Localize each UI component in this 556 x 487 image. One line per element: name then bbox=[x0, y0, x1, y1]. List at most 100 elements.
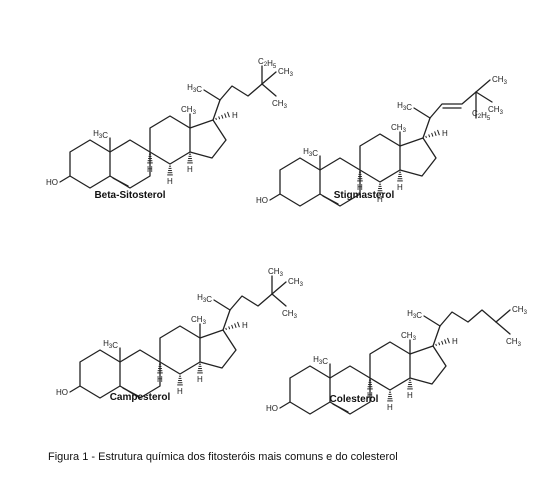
terminal-methyl-label: CH3 bbox=[492, 75, 508, 86]
ring-d bbox=[199, 329, 237, 369]
hash-h9 bbox=[177, 375, 183, 386]
side-chain bbox=[439, 309, 497, 327]
hydrogen-label: H bbox=[232, 111, 238, 120]
hydrogen-label: H bbox=[157, 375, 163, 384]
hash-h9 bbox=[167, 165, 173, 176]
bond-c17-c20 bbox=[212, 99, 221, 121]
hash-h14 bbox=[397, 171, 403, 182]
bond-iso-1 bbox=[475, 79, 491, 93]
bond-c20-c21 bbox=[413, 107, 431, 119]
bond-iso-2 bbox=[261, 83, 277, 97]
bond-c20-c21 bbox=[423, 315, 441, 327]
hydrogen-label: H bbox=[177, 387, 183, 396]
side-chain bbox=[429, 91, 477, 119]
bond-c3-oh bbox=[269, 193, 281, 201]
ring-d bbox=[409, 345, 447, 385]
bond-iso-1 bbox=[261, 71, 277, 85]
bond-iso-2 bbox=[475, 91, 493, 103]
terminal-methyl-label: CH3 bbox=[288, 277, 304, 288]
hydroxyl-label: HO bbox=[266, 404, 278, 413]
hydrogen-label: H bbox=[197, 375, 203, 384]
terminal-methyl-label: CH3 bbox=[272, 99, 288, 110]
hash-h8 bbox=[157, 363, 163, 374]
c21-methyl-label: H3C bbox=[407, 309, 422, 320]
hash-h8 bbox=[147, 153, 153, 164]
ring-methyl-label: H3C bbox=[313, 355, 328, 366]
double-bond-c5-c6 bbox=[322, 195, 339, 205]
hydrogen-label: H bbox=[387, 403, 393, 412]
c21-methyl-label: H3C bbox=[187, 83, 202, 94]
figure-caption: Figura 1 - Estrutura química dos fitoste… bbox=[48, 451, 398, 463]
hydrogen-label: H bbox=[367, 391, 373, 400]
terminal-methyl-label: CH3 bbox=[512, 305, 528, 316]
ring-c bbox=[359, 133, 401, 183]
c24-branch-label: C2H5 bbox=[472, 109, 491, 122]
side-chain bbox=[229, 293, 273, 311]
bond-iso-2 bbox=[495, 321, 511, 335]
hash-h9 bbox=[387, 391, 393, 402]
hydrogen-label: H bbox=[377, 195, 383, 204]
hash-h17 bbox=[425, 129, 440, 139]
terminal-methyl-label: CH3 bbox=[282, 309, 298, 320]
molecule-name: Stigmasterol bbox=[334, 190, 395, 201]
c24-branch-label: C2H5 bbox=[258, 57, 277, 70]
hydrogen-label: H bbox=[442, 129, 448, 138]
molecule-name: Beta-Sitosterol bbox=[94, 190, 165, 201]
hydroxyl-label: HO bbox=[256, 196, 268, 205]
ring-a bbox=[279, 157, 321, 207]
bond-c17-c20 bbox=[422, 117, 431, 139]
bond-iso-2 bbox=[271, 293, 287, 307]
hash-h8 bbox=[367, 379, 373, 390]
terminal-methyl-label: CH3 bbox=[488, 105, 504, 116]
ring-b bbox=[329, 365, 371, 415]
ring-d bbox=[399, 137, 437, 177]
double-bond-c5-c6 bbox=[122, 387, 139, 397]
ring-b bbox=[119, 349, 161, 399]
double-bond-c5-c6 bbox=[332, 403, 349, 413]
ring-c bbox=[149, 115, 191, 165]
bond-c3-oh bbox=[279, 401, 291, 409]
c24-branch-label: CH3 bbox=[268, 267, 284, 278]
hash-h17 bbox=[225, 321, 240, 331]
ring-c bbox=[159, 325, 201, 375]
hydroxyl-label: HO bbox=[46, 178, 58, 187]
c21-methyl-label: H3C bbox=[197, 293, 212, 304]
chain-methyl-label: CH3 bbox=[391, 123, 407, 134]
double-bond-c5-c6 bbox=[112, 177, 129, 187]
hydrogen-label: H bbox=[167, 177, 173, 186]
hash-h14 bbox=[187, 153, 193, 164]
ring-b bbox=[109, 139, 151, 189]
ring-a bbox=[69, 139, 111, 189]
chain-methyl-label: CH3 bbox=[401, 331, 417, 342]
bond-c17-c20 bbox=[432, 325, 441, 347]
bond-c3-oh bbox=[59, 175, 71, 183]
ring-methyl-label: H3C bbox=[103, 339, 118, 350]
hash-h14 bbox=[197, 363, 203, 374]
c21-methyl-label: H3C bbox=[397, 101, 412, 112]
hydroxyl-label: HO bbox=[56, 388, 68, 397]
terminal-methyl-label: CH3 bbox=[506, 337, 522, 348]
bond-iso-1 bbox=[271, 281, 287, 295]
bond-c20-c21 bbox=[203, 89, 221, 101]
hash-h17 bbox=[435, 337, 450, 347]
molecule-name: Colesterol bbox=[330, 394, 379, 405]
bond-iso-1 bbox=[495, 309, 511, 323]
bond-c3-oh bbox=[69, 385, 81, 393]
ring-a bbox=[289, 365, 331, 415]
terminal-methyl-label: CH3 bbox=[278, 67, 294, 78]
hash-h8 bbox=[357, 171, 363, 182]
hash-h14 bbox=[407, 379, 413, 390]
ring-c bbox=[369, 341, 411, 391]
hydrogen-label: H bbox=[242, 321, 248, 330]
chain-methyl-label: CH3 bbox=[181, 105, 197, 116]
hydrogen-label: H bbox=[147, 165, 153, 174]
ring-d bbox=[189, 119, 227, 159]
bond-c17-c20 bbox=[222, 309, 231, 331]
side-chain bbox=[219, 83, 263, 101]
hash-h9 bbox=[377, 183, 383, 194]
